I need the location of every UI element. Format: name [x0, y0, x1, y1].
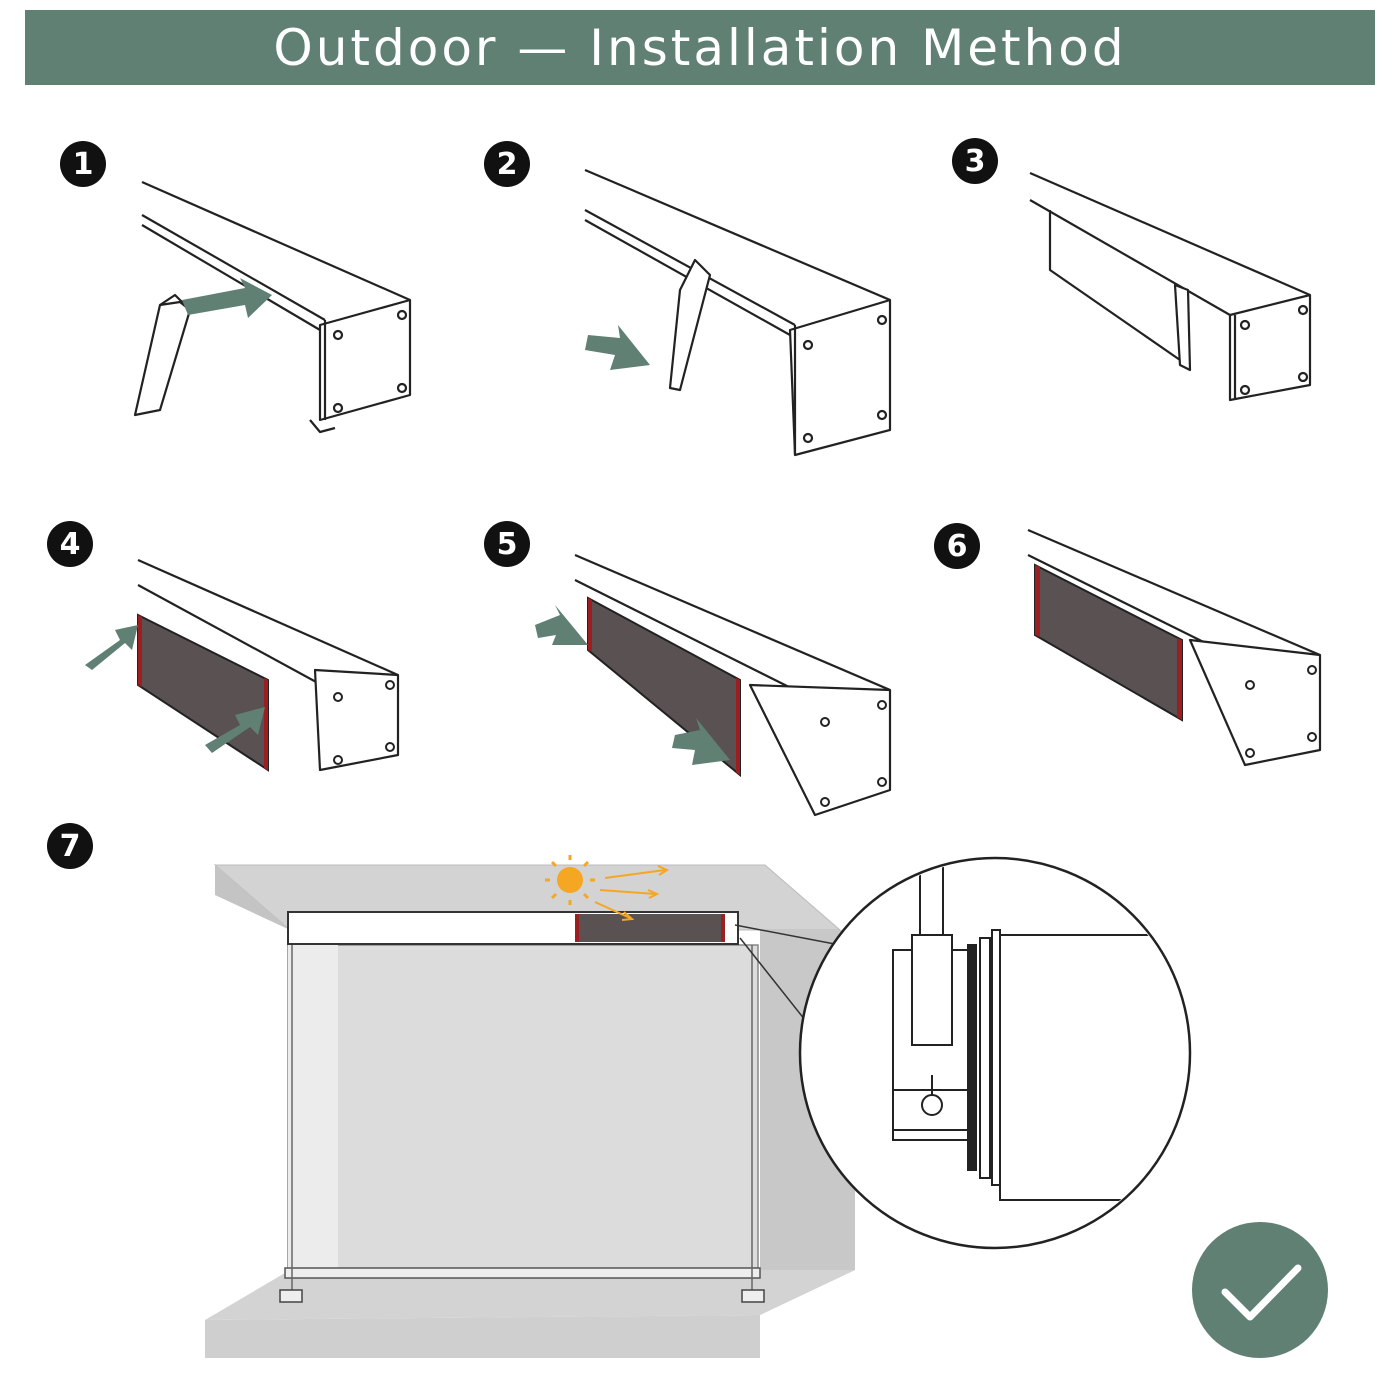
- title-banner: Outdoor — Installation Method: [25, 10, 1375, 85]
- arrow-icon: [182, 278, 272, 318]
- checkmark-icon: [1190, 1220, 1330, 1360]
- step-2-badge: 2: [484, 141, 530, 187]
- step-5-badge: 5: [484, 521, 530, 567]
- step-2-illustration: [570, 160, 900, 460]
- step-6-badge: 6: [934, 523, 980, 569]
- arrow-icon: [535, 605, 588, 645]
- sun-icon: [545, 855, 670, 921]
- step-1-badge: 1: [60, 141, 106, 187]
- arrow-icon: [585, 325, 650, 370]
- magnified-detail: [798, 856, 1192, 1250]
- step-7-badge: 7: [47, 823, 93, 869]
- arrow-icon: [205, 707, 265, 753]
- step-3-badge: 3: [952, 138, 998, 184]
- arrow-icon: [672, 718, 730, 765]
- step-1-illustration: [120, 170, 430, 440]
- step-3-illustration: [1020, 165, 1320, 410]
- step-4-badge: 4: [47, 521, 93, 567]
- step-4-illustration: [80, 555, 410, 785]
- step-6-illustration: [1020, 525, 1330, 775]
- arrow-icon: [85, 625, 138, 670]
- page-title: Outdoor — Installation Method: [273, 18, 1127, 77]
- step-5-illustration: [530, 550, 900, 820]
- step-7-illustration: [200, 850, 1200, 1370]
